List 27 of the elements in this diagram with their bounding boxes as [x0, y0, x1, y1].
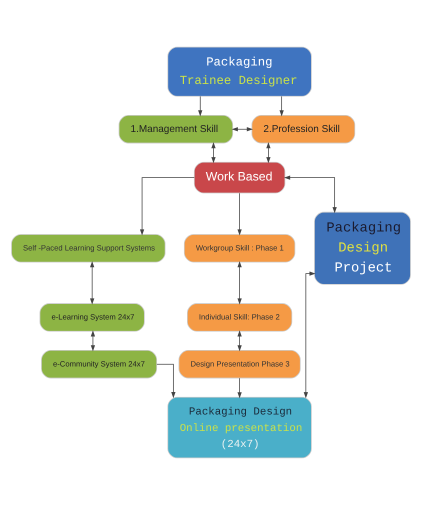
node-box: e-Community System 24x7 [41, 350, 158, 378]
node-box: Packaging Trainee Designer [167, 46, 312, 97]
node-box: 2.Profession Skill [252, 115, 356, 144]
arrow [237, 378, 242, 398]
node-box: Work Based [194, 162, 286, 194]
arrow [280, 96, 284, 116]
arrow [198, 96, 202, 116]
arrow [284, 175, 337, 214]
arrow [140, 177, 195, 236]
arrow [90, 330, 96, 352]
arrow [237, 330, 242, 352]
node-box: Packaging Design Project [314, 212, 411, 285]
node-box: Individual Skill: Phase 2 [187, 303, 292, 332]
arrow [304, 271, 316, 398]
node-box: Self -Paced Learning Support Systems [11, 234, 166, 262]
arrow [266, 142, 271, 164]
node-box: Workgroup Skill : Phase 1 [184, 234, 296, 262]
node-box: Packaging Design Online presentation (24x7) [167, 396, 312, 458]
arrow [90, 261, 94, 305]
arrow [232, 127, 253, 132]
arrow [237, 261, 242, 305]
arrow [156, 364, 176, 398]
arrow [237, 192, 242, 236]
node-box: 1.Management Skill [118, 115, 234, 144]
node-box: e-Learning System 24x7 [40, 303, 145, 332]
node-box: Design Presentation Phase 3 [178, 350, 301, 378]
arrow [211, 142, 216, 164]
